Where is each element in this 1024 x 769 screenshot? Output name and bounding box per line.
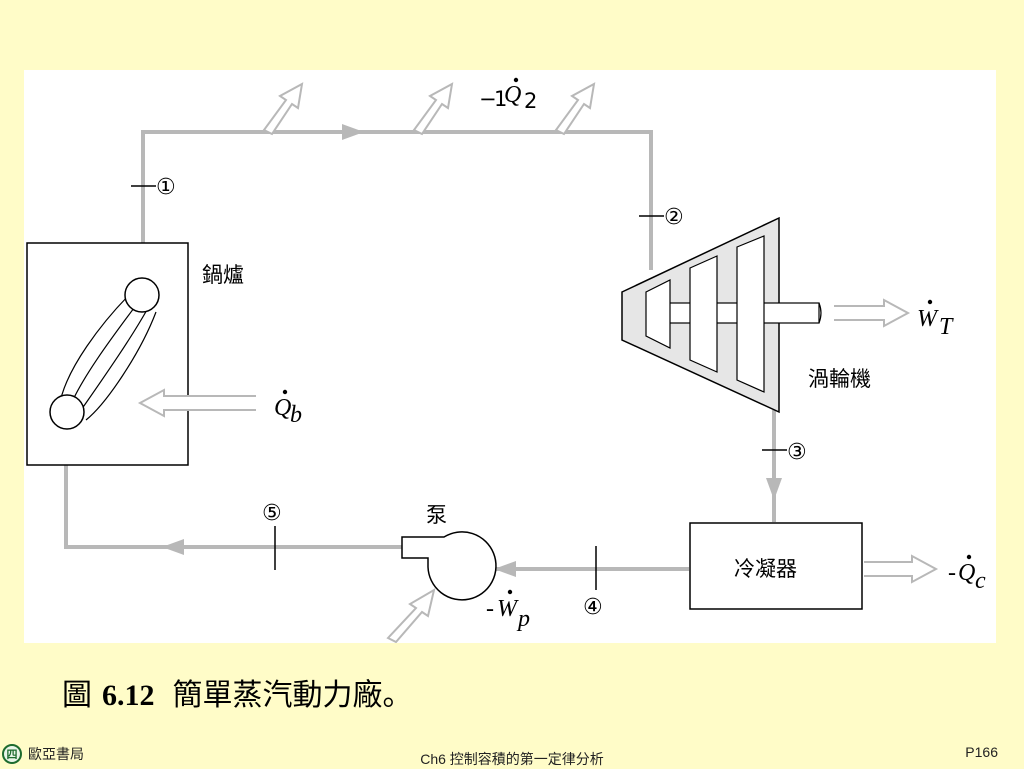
q12-symbol: Q (504, 82, 521, 108)
flow-arrow-pump-in (494, 561, 516, 577)
q12-subscript-2: 2 (524, 89, 537, 113)
caption-text: 簡單蒸汽動力廠。 (172, 678, 413, 713)
qb-dot (282, 389, 288, 395)
condenser-label: 冷凝器 (734, 557, 797, 581)
q12-sign: − (479, 87, 497, 111)
publisher-footer: 四 歐亞書局 (2, 744, 84, 764)
wp-sign: - (486, 596, 494, 622)
qc-sign: - (948, 560, 956, 586)
publisher-logo-icon: 四 (2, 744, 22, 764)
wp-symbol: W (497, 596, 519, 622)
boiler-lower-drum (49, 394, 85, 430)
pump (401, 531, 497, 601)
boiler-upper-drum (124, 277, 160, 313)
wt-symbol: W (917, 306, 939, 332)
q12-subscript-1: 1 (494, 87, 507, 111)
boiler-label: 鍋爐 (202, 263, 244, 287)
state-1-label: ① (156, 175, 176, 200)
condenser-heat-arrow (864, 554, 939, 584)
heat-loss-arrow-1 (262, 82, 304, 136)
condenser (689, 522, 863, 610)
heat-loss-arrow-3 (554, 82, 596, 136)
state-3-label: ③ (787, 440, 807, 465)
diagram-panel: − 1 Q 2 ① ② ③ ④ ⑤ 鍋爐 Q b 渦輪機 W (24, 70, 996, 643)
turbine-work-arrow (834, 298, 911, 328)
wt-subscript: T (939, 314, 954, 340)
wp-subscript: p (516, 606, 530, 632)
figure-caption: 圖 6.12 簡單蒸汽動力廠。 (62, 670, 413, 714)
qb-symbol: Q (274, 395, 291, 421)
qc-symbol: Q (958, 560, 975, 586)
page-number: P166 (965, 744, 998, 760)
flow-arrow-turbine-out (766, 478, 782, 500)
heat-input-arrow (137, 388, 256, 418)
boiler (26, 242, 189, 466)
state-5-label: ⑤ (262, 501, 282, 526)
chapter-title: Ch6 控制容積的第一定律分析 (420, 751, 604, 767)
pipe-loop (64, 130, 776, 571)
wt-dot (927, 299, 933, 305)
pump-work-arrow (386, 587, 436, 643)
turbine-label: 渦輪機 (808, 367, 871, 391)
wp-dot (507, 589, 513, 595)
caption-number: 6.12 (102, 679, 155, 712)
heat-loss-arrow-2 (412, 82, 454, 136)
publisher-name: 歐亞書局 (28, 747, 84, 763)
qb-subscript: b (290, 402, 302, 428)
state-4-label: ④ (583, 595, 603, 620)
flow-arrow-top (342, 124, 364, 140)
q12-dot (513, 77, 519, 83)
pump-label: 泵 (426, 503, 447, 527)
qc-dot (966, 554, 972, 560)
caption-prefix: 圖 (62, 678, 92, 713)
turbine (621, 216, 822, 414)
heat-loss-arrows (262, 82, 596, 136)
state-2-label: ② (664, 205, 684, 230)
steam-power-plant-diagram: − 1 Q 2 ① ② ③ ④ ⑤ 鍋爐 Q b 渦輪機 W (26, 77, 986, 643)
qc-subscript: c (975, 568, 986, 594)
flow-arrow-bottom (162, 539, 184, 555)
